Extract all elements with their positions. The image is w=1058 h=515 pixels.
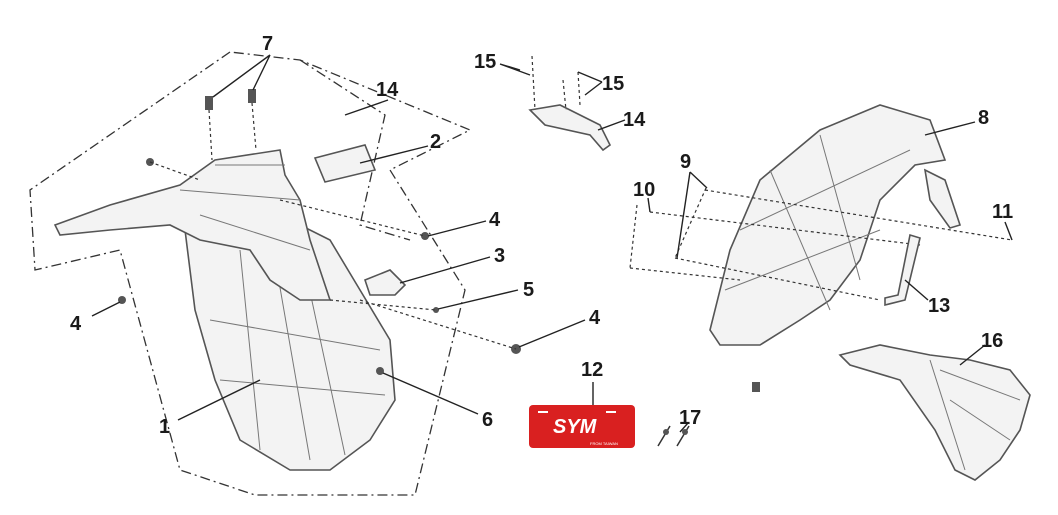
callout-16: 16 [981, 330, 1003, 352]
callout-11: 11 [992, 201, 1013, 223]
bolt [752, 382, 760, 392]
assembly-outline-14 [299, 59, 411, 241]
callout-8: 8 [978, 107, 989, 129]
callout-13: 13 [928, 295, 950, 317]
part-rear-fender [184, 199, 396, 471]
callout-14: 14 [623, 109, 646, 131]
part-16-mudguard [838, 344, 1031, 481]
callout-4: 4 [589, 307, 601, 329]
callout-6: 6 [482, 409, 493, 431]
part-14-bracket [528, 104, 612, 152]
part-7-stud-b [248, 89, 256, 103]
sym-emblem: SYM FROM TAIWAN [529, 405, 635, 448]
bolt [376, 367, 384, 375]
callout-14: 14 [376, 79, 399, 101]
bolt [421, 232, 429, 240]
badge-subtext: FROM TAIWAN [590, 441, 618, 446]
part-7-stud-a [205, 96, 213, 110]
callout-4: 4 [70, 313, 82, 335]
callout-12: 12 [581, 359, 603, 381]
part-13-stay [884, 233, 921, 307]
assembly-outline-left [29, 51, 472, 496]
bolt [433, 307, 439, 313]
callout-10: 10 [633, 179, 655, 201]
callout-17: 17 [679, 407, 701, 429]
callout-15: 15 [602, 73, 624, 95]
part-bracket [53, 149, 332, 301]
badge-brand-text: SYM [553, 416, 598, 438]
callout-7: 7 [262, 33, 273, 55]
callout-9: 9 [680, 151, 691, 173]
part-17-screws [657, 425, 690, 447]
callout-1: 1 [159, 416, 170, 438]
callout-15: 15 [474, 51, 496, 73]
callout-5: 5 [523, 279, 534, 301]
leader-lines [91, 54, 1013, 433]
callout-3: 3 [494, 245, 505, 267]
part-reflector [313, 144, 377, 183]
part-3-clip [364, 269, 407, 296]
part-inner-fender [709, 104, 962, 346]
callout-2: 2 [430, 131, 441, 153]
callout-4: 4 [489, 209, 501, 231]
